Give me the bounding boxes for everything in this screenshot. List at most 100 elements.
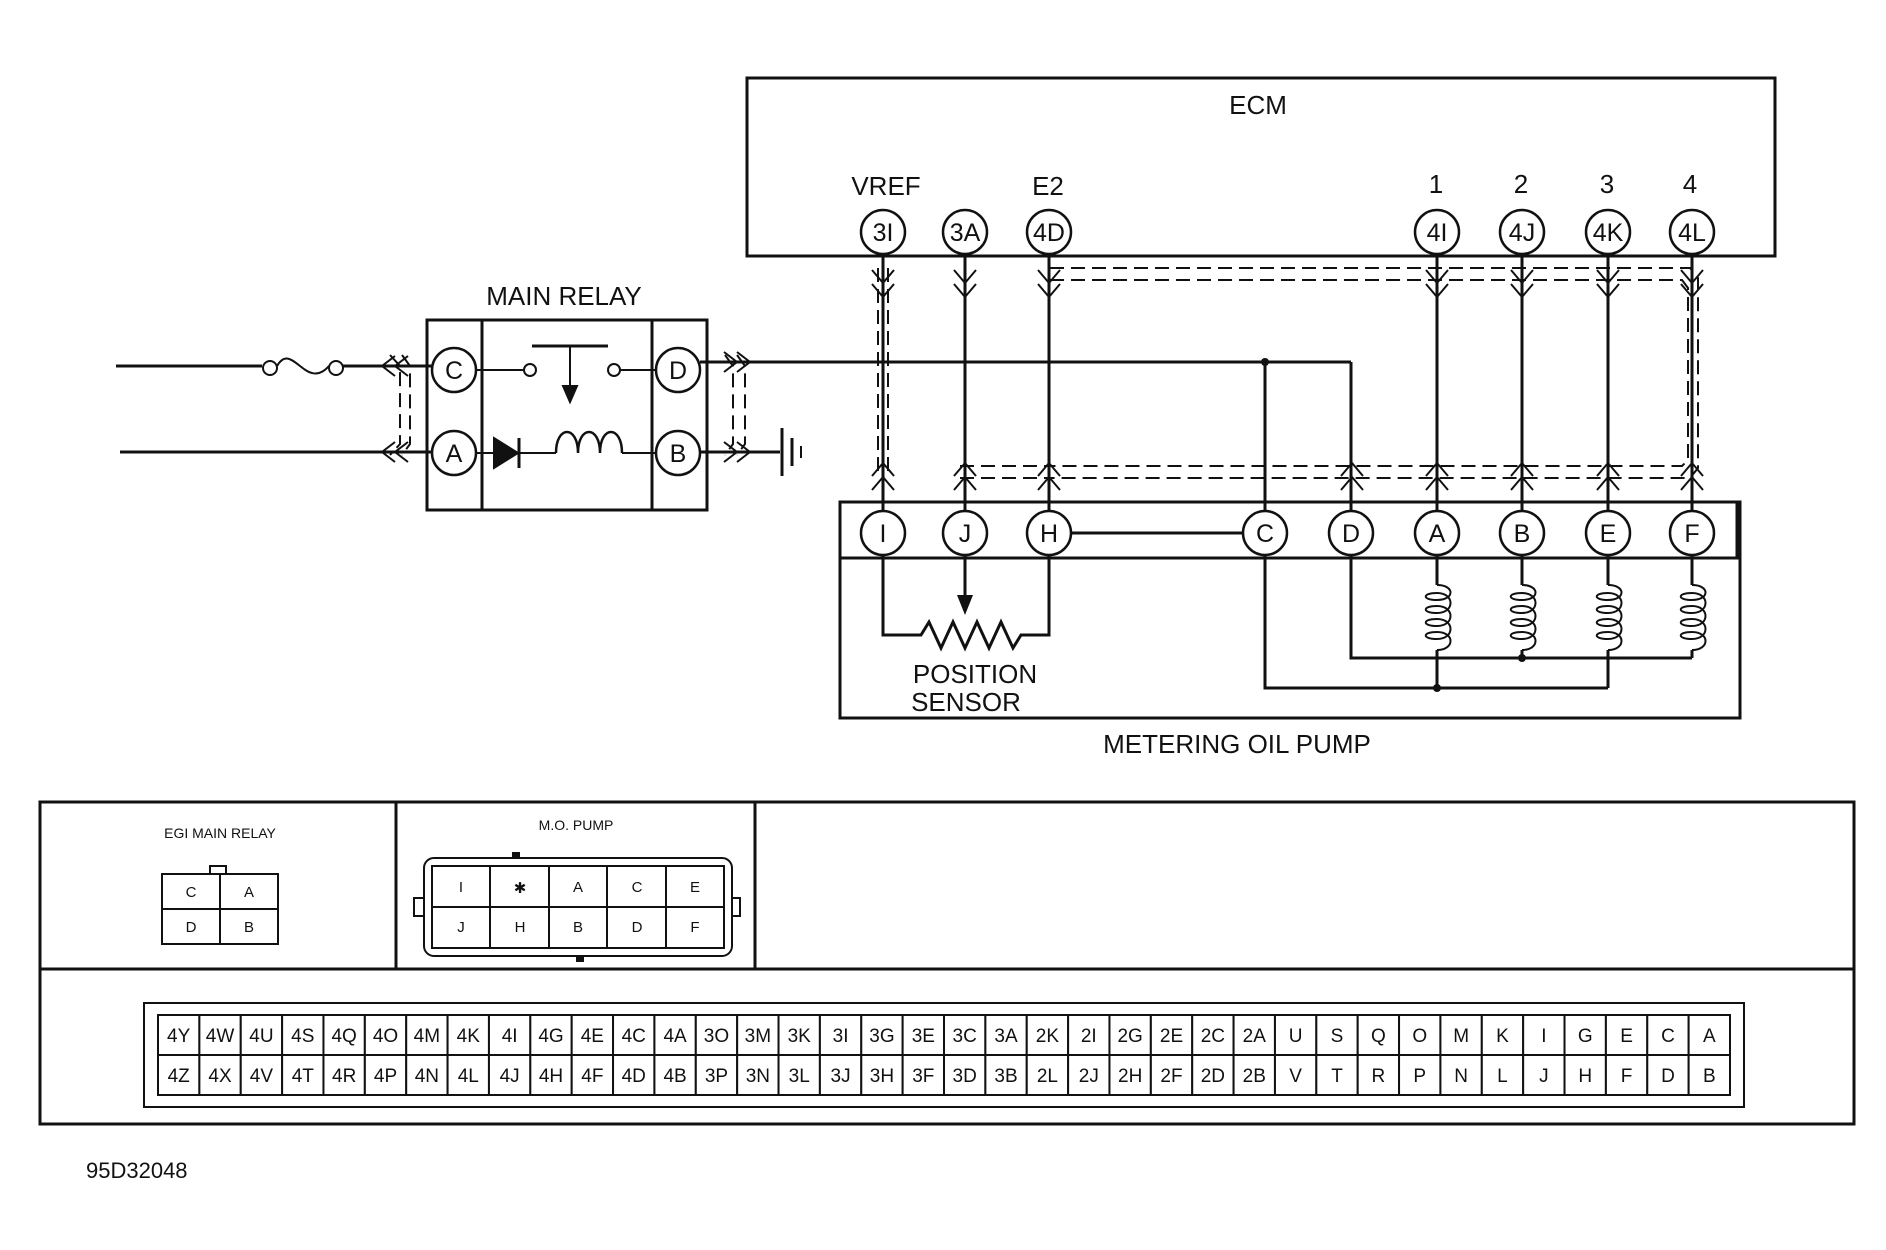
ecm-label-vref: VREF [851, 171, 920, 201]
ecm-cell-label: N [1454, 1066, 1468, 1087]
position-sensor-label-1: POSITION [913, 659, 1037, 689]
ecm-cell-label: 4U [249, 1026, 273, 1047]
ecm-cell-label: 3A [994, 1026, 1018, 1047]
ecm-cell-label: 2C [1201, 1026, 1225, 1047]
ecm-cell-top [984, 1014, 1028, 1056]
ecm-cell-label: 2G [1117, 1026, 1142, 1047]
ecm-box [745, 76, 1777, 258]
ecm-cell-top [818, 1014, 863, 1056]
ecm-cell-label: H [1578, 1066, 1592, 1087]
ecm-cell-label: 3J [831, 1066, 851, 1087]
ecm-cell-label: 4C [622, 1026, 646, 1047]
ecm-cell-top [1687, 1014, 1732, 1056]
pump-harness-chevrons [871, 461, 1704, 491]
ecm-cell-label: 4X [208, 1066, 232, 1087]
ecm-cell-label: 3B [994, 1066, 1017, 1087]
ecm-cell-label: 2L [1037, 1066, 1058, 1087]
ecm-cell-label: L [1497, 1066, 1508, 1087]
ecm-cell-bottom [1480, 1054, 1525, 1096]
svg-text:B: B [670, 440, 687, 468]
ecm-cell-bottom [612, 1054, 656, 1096]
relay-terminal-d: D [654, 346, 702, 394]
ecm-cell-label: 4N [415, 1066, 439, 1087]
svg-text:B: B [573, 919, 583, 936]
ecm-cell-label: 4W [206, 1026, 235, 1047]
ecm-cell-label: 3O [704, 1026, 729, 1047]
ecm-cell-label: 4D [622, 1066, 646, 1087]
ecm-title: ECM [1229, 90, 1287, 120]
relay-input-wires [116, 364, 432, 454]
ecm-pin-4l: 4L [1668, 208, 1716, 256]
ecm-cell-bottom [1232, 1054, 1276, 1096]
pump-terminal-strip [838, 500, 1742, 560]
ecm-pin-3i: 3I [859, 208, 907, 256]
egi-connector: C A D B [161, 865, 279, 945]
ecm-cell-bottom [1687, 1054, 1732, 1096]
ecm-cell-bottom [322, 1054, 366, 1096]
ecm-cell-label: 2H [1118, 1066, 1142, 1087]
ecm-label-1: 1 [1429, 169, 1443, 199]
ecm-cell-top [322, 1014, 366, 1056]
ecm-cell-top [1025, 1014, 1070, 1056]
ecm-cell-label: 3M [745, 1026, 771, 1047]
ecm-cell-label: V [1289, 1066, 1302, 1087]
ecm-cell-label: 4B [663, 1066, 686, 1087]
ecm-cell-bottom [570, 1054, 615, 1096]
pump-terminal-a: A [1413, 509, 1461, 557]
ecm-cell-top [1398, 1014, 1442, 1056]
pump-title: METERING OIL PUMP [1103, 729, 1371, 759]
svg-text:H: H [1040, 520, 1058, 548]
svg-text:✱: ✱ [514, 880, 527, 897]
ecm-cell-label: U [1289, 1026, 1303, 1047]
ecm-cell-label: 3G [869, 1026, 894, 1047]
ecm-cell-bottom [487, 1054, 532, 1096]
svg-text:D: D [186, 919, 197, 936]
ecm-cell-bottom [1646, 1054, 1690, 1096]
svg-text:J: J [959, 520, 972, 548]
ecm-pin-4i: 4I [1413, 208, 1461, 256]
ecm-cell-label: G [1578, 1026, 1593, 1047]
ecm-cell-label: 2K [1036, 1026, 1060, 1047]
ecm-cell-label: 4R [332, 1066, 356, 1087]
ecm-pin-3a: 3A [941, 208, 989, 256]
pump-terminal-c: C [1241, 509, 1289, 557]
svg-text:4J: 4J [1509, 219, 1535, 247]
main-relay-box [425, 318, 709, 512]
ecm-cell-top [405, 1014, 449, 1056]
ecm-cell-bottom [363, 1054, 408, 1096]
ecm-cell-label: 3F [912, 1066, 934, 1087]
relay-terminal-c: C [430, 346, 478, 394]
ecm-cell-label: 4E [581, 1026, 604, 1047]
ecm-cell-label: S [1331, 1026, 1344, 1047]
ecm-cell-bottom [901, 1054, 946, 1096]
relay-coil [476, 431, 656, 470]
ecm-cell-label: 4Z [168, 1066, 191, 1087]
ecm-cell-label: 4P [374, 1066, 397, 1087]
ecm-cell-top [1232, 1014, 1276, 1056]
ground-symbol [700, 428, 802, 476]
splice-point [1261, 358, 1269, 366]
ecm-pump-wires [881, 254, 1694, 512]
ecm-cell-label: 4F [581, 1066, 603, 1087]
ecm-cell-label: O [1412, 1026, 1427, 1047]
svg-text:A: A [1429, 520, 1446, 548]
position-sensor [881, 555, 1051, 652]
ecm-cell-bottom [1149, 1054, 1194, 1096]
main-relay-title: MAIN RELAY [486, 281, 642, 311]
svg-text:4K: 4K [1593, 219, 1624, 247]
ecm-cell-label: 3P [705, 1066, 728, 1087]
ecm-cell-label: C [1661, 1026, 1675, 1047]
ecm-cell-bottom [1604, 1054, 1649, 1096]
ecm-cell-bottom [157, 1054, 201, 1096]
ecm-cell-bottom [1025, 1054, 1070, 1096]
ecm-cell-label: R [1372, 1066, 1386, 1087]
relay-switch [476, 344, 656, 405]
relay-terminal-a: A [430, 429, 478, 477]
svg-text:3I: 3I [873, 219, 894, 247]
ecm-cell-label: 3C [953, 1026, 977, 1047]
svg-text:E: E [690, 879, 700, 896]
ecm-cell-label: 4Y [167, 1026, 191, 1047]
ecm-cell-label: 2B [1243, 1066, 1266, 1087]
relay-output-wire [700, 360, 1353, 512]
ecm-label-4: 4 [1683, 169, 1697, 199]
